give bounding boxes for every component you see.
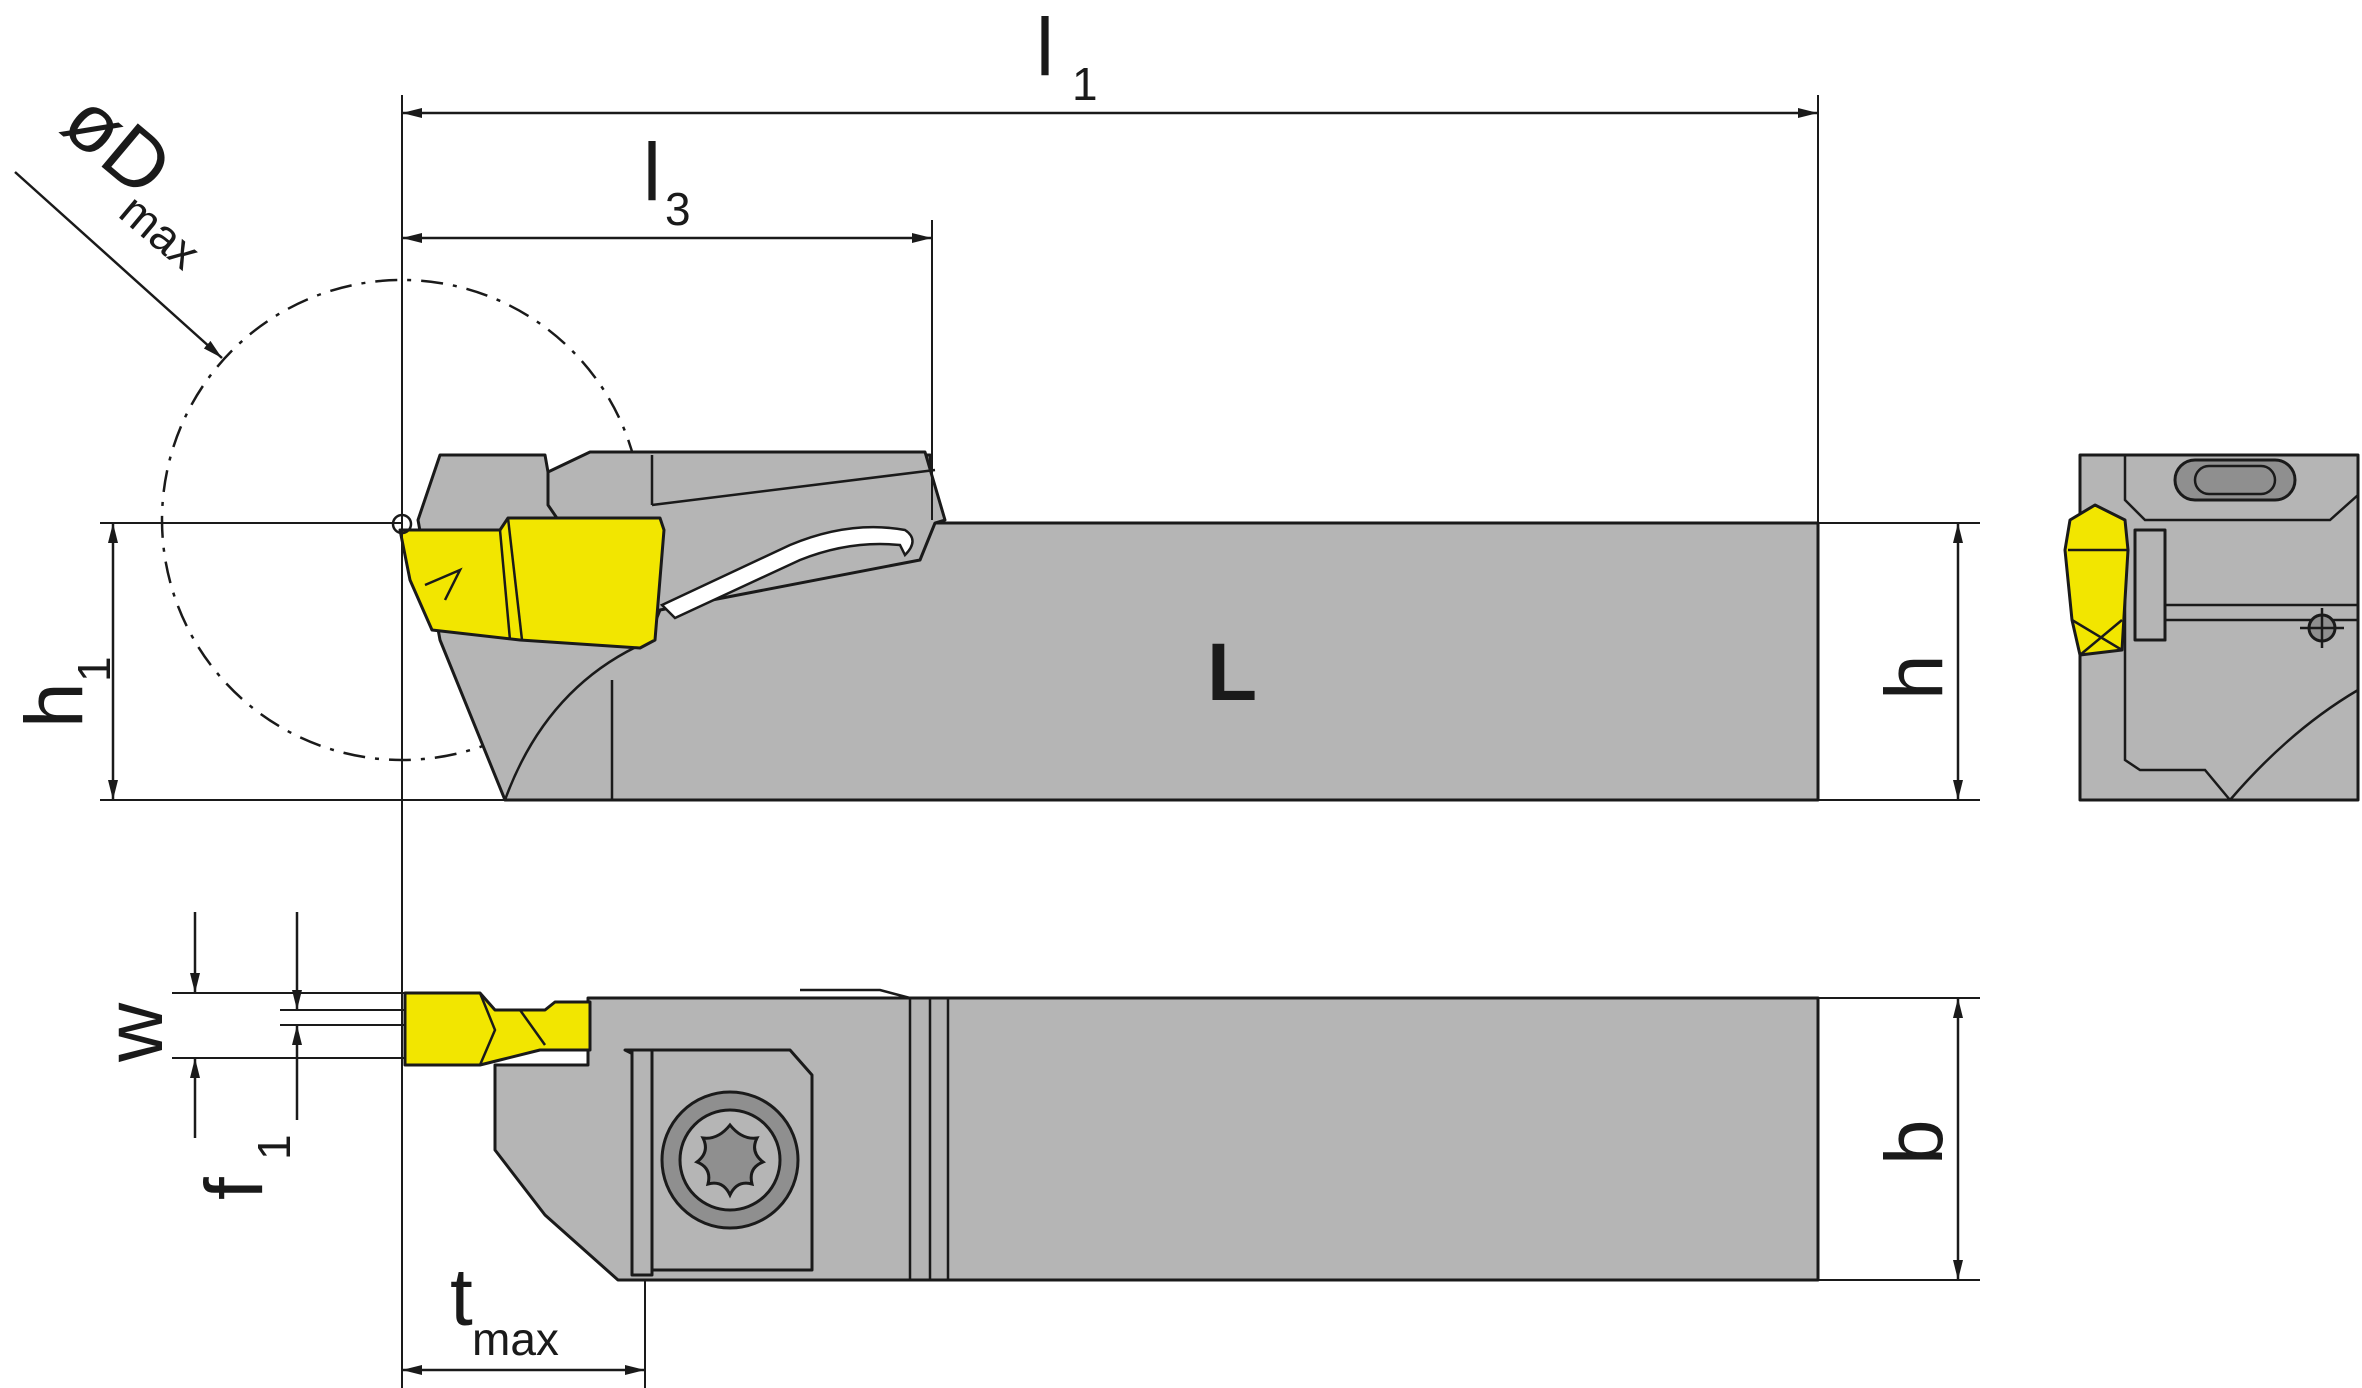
dim-l1-label: l (1036, 2, 1054, 93)
dim-l3-sub: 3 (665, 183, 691, 235)
dim-l1-sub: 1 (1072, 58, 1098, 110)
dim-f1-sub: 1 (248, 1134, 300, 1160)
dim-tmax-sub: max (472, 1313, 559, 1365)
dim-dmax-leader (14, 171, 223, 359)
label-L: L (1207, 627, 1257, 718)
dim-w-label: w (89, 1002, 180, 1063)
head-relief (503, 619, 652, 801)
dim-dmax-label: øD (46, 74, 188, 214)
dim-tmax-label: t (450, 1252, 473, 1343)
dim-h1-label: h (9, 682, 100, 728)
end-view-insert (2063, 503, 2130, 657)
side-view: L (160, 278, 1820, 802)
dim-h-label: h (1869, 654, 1960, 700)
dim-f1-label: f (189, 1177, 280, 1200)
clamp-slot (659, 525, 914, 620)
top-view-insert (403, 991, 592, 1067)
torx-icon (694, 1122, 766, 1199)
top-view (403, 988, 1820, 1282)
dim-l3-label: l (643, 127, 661, 218)
end-view (2063, 453, 2360, 802)
top-view-body (493, 996, 1820, 1282)
end-view-screw (2173, 458, 2297, 502)
dim-b-label: b (1869, 1119, 1960, 1165)
dim-h1-sub: 1 (68, 656, 120, 682)
cutting-insert (398, 516, 666, 650)
